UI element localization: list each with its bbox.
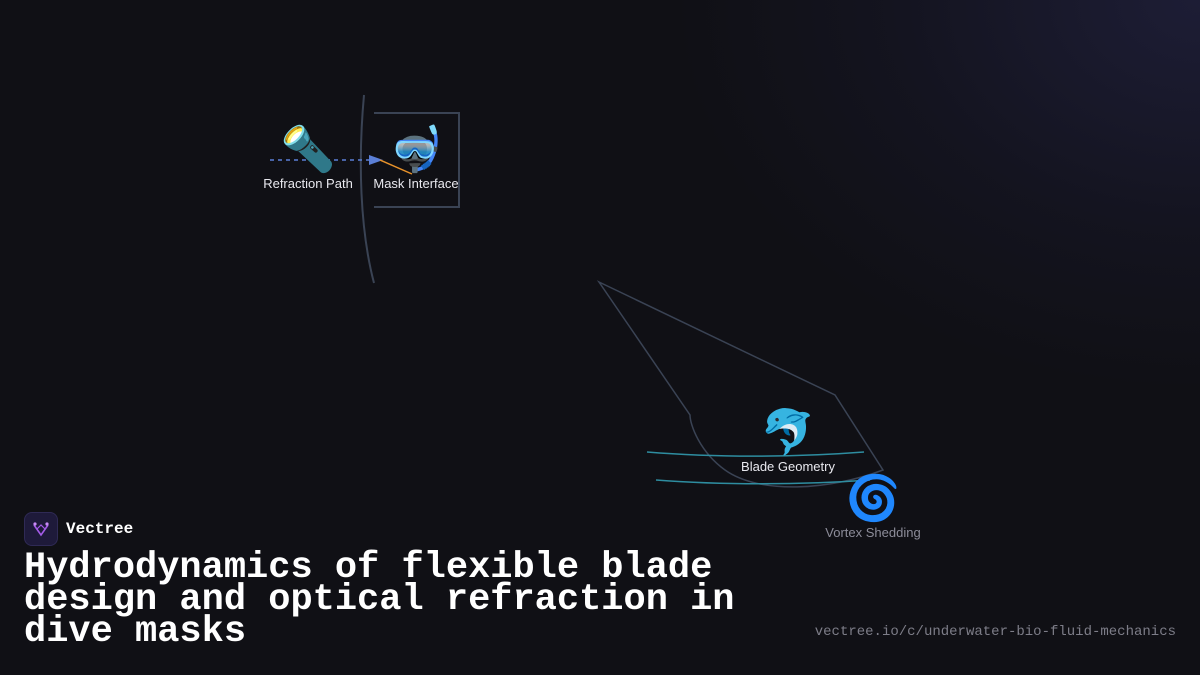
source-url[interactable]: vectree.io/c/underwater-bio-fluid-mechan… xyxy=(814,624,1176,640)
vectree-logo-icon xyxy=(24,512,58,546)
node-vortex-shedding[interactable]: 🌀 Vortex Shedding xyxy=(825,474,921,541)
node-refraction-path[interactable]: 🔦 Refraction Path xyxy=(263,125,353,192)
node-label: Refraction Path xyxy=(263,176,353,191)
flashlight-icon: 🔦 xyxy=(280,125,336,174)
mask-lens-curve xyxy=(359,94,375,284)
node-mask-interface[interactable]: 🤿 Mask Interface xyxy=(373,125,459,192)
cyclone-icon: 🌀 xyxy=(845,474,901,523)
blade-outline xyxy=(596,280,885,488)
page-title: Hydrodynamics of flexible blade design a… xyxy=(24,547,735,653)
brand: Vectree xyxy=(24,512,133,546)
dolphin-icon: 🐬 xyxy=(760,408,816,457)
refracted-ray xyxy=(379,159,413,175)
diving-mask-icon: 🤿 xyxy=(388,125,444,174)
node-label: Blade Geometry xyxy=(741,459,835,474)
brand-name: Vectree xyxy=(66,520,134,538)
current-line-upper xyxy=(646,451,865,457)
mask-frame-bracket xyxy=(374,112,460,208)
node-blade-geometry[interactable]: 🐬 Blade Geometry xyxy=(741,408,835,475)
node-label: Vortex Shedding xyxy=(825,525,921,540)
current-line-lower xyxy=(655,479,871,485)
node-label: Mask Interface xyxy=(373,176,459,191)
arrow-head xyxy=(369,155,383,165)
